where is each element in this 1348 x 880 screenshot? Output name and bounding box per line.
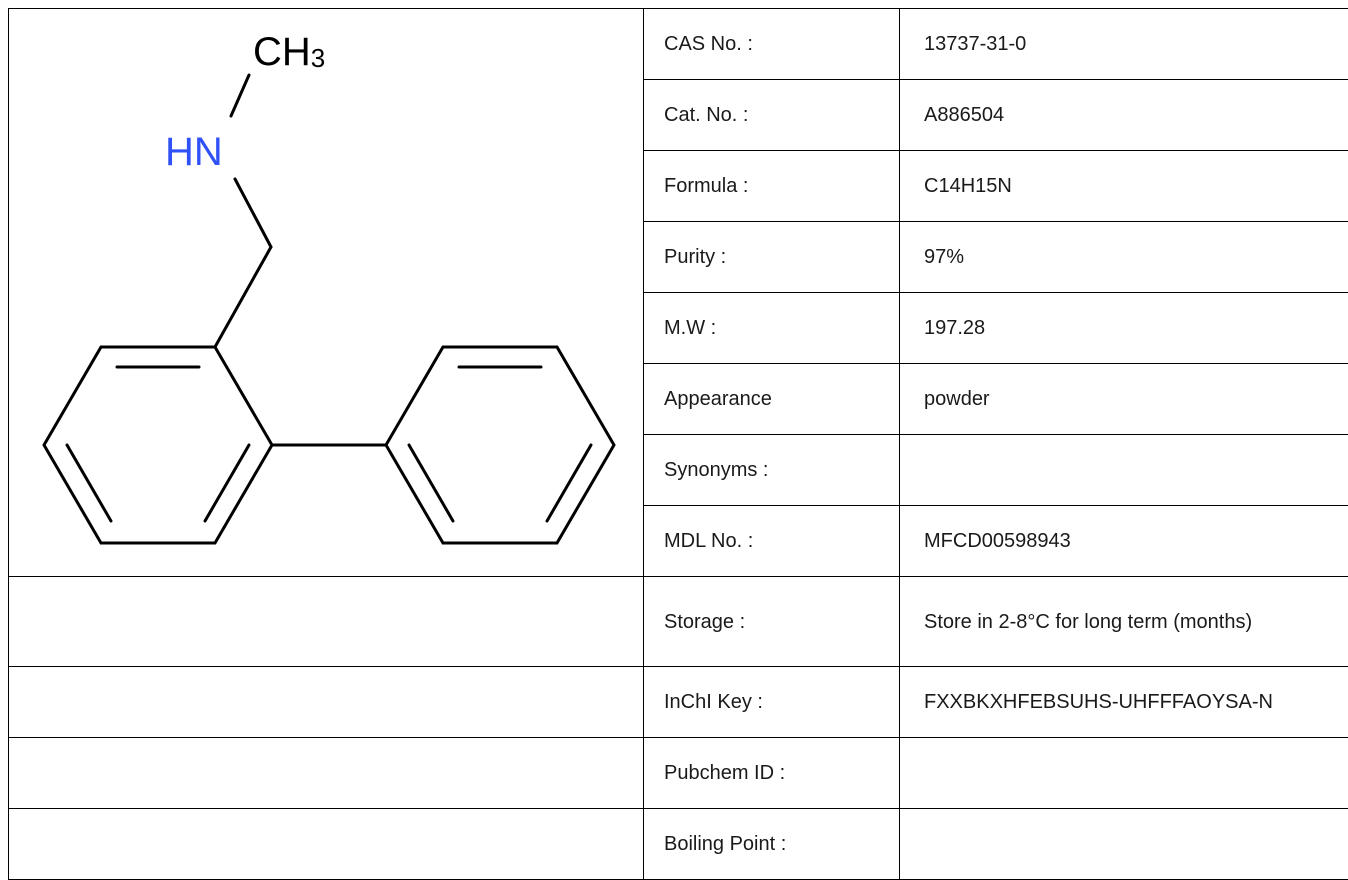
product-info-table: CH3 HN CAS No. : 13737-31-0 Cat. No. : A…	[8, 8, 1348, 880]
property-label-purity: Purity :	[644, 222, 900, 293]
bond-amine-methylene	[235, 179, 271, 247]
empty-cell	[9, 577, 644, 667]
empty-cell	[9, 809, 644, 880]
bond-methylene-ring	[215, 247, 271, 347]
table-row: CH3 HN CAS No. : 13737-31-0	[9, 9, 1348, 80]
property-value-boiling-point	[900, 809, 1348, 880]
property-value-mdl: MFCD00598943	[900, 506, 1348, 577]
right-ring-inner-bond-right	[547, 445, 591, 521]
property-value-inchi: FXXBKXHFEBSUHS-UHFFFAOYSA-N	[900, 667, 1348, 738]
property-label-appearance: Appearance	[644, 364, 900, 435]
table-row: Pubchem ID :	[9, 738, 1348, 809]
methyl-c-label: CH	[253, 30, 311, 74]
right-benzene-ring	[386, 347, 614, 543]
property-value-cas: 13737-31-0	[900, 9, 1348, 80]
chemical-structure-image: CH3 HN	[9, 9, 642, 575]
structure-cell: CH3 HN	[9, 9, 644, 577]
empty-cell	[9, 667, 644, 738]
property-label-cas: CAS No. :	[644, 9, 900, 80]
property-label-mw: M.W :	[644, 293, 900, 364]
table-row: Storage : Store in 2-8°C for long term (…	[9, 577, 1348, 667]
amine-label: HN	[165, 130, 223, 174]
product-datasheet: CH3 HN CAS No. : 13737-31-0 Cat. No. : A…	[0, 0, 1348, 838]
property-value-formula: C14H15N	[900, 151, 1348, 222]
property-value-storage: Store in 2-8°C for long term (months)	[900, 577, 1348, 667]
property-label-inchi: InChI Key :	[644, 667, 900, 738]
property-label-storage: Storage :	[644, 577, 900, 667]
table-row: InChI Key : FXXBKXHFEBSUHS-UHFFFAOYSA-N	[9, 667, 1348, 738]
property-value-purity: 97%	[900, 222, 1348, 293]
property-value-mw: 197.28	[900, 293, 1348, 364]
property-label-mdl: MDL No. :	[644, 506, 900, 577]
property-label-cat: Cat. No. :	[644, 80, 900, 151]
bond-methyl-amine	[231, 75, 249, 116]
table-row: Boiling Point :	[9, 809, 1348, 880]
methyl-label: CH3	[253, 30, 325, 74]
left-ring-inner-bond-right	[205, 445, 249, 521]
property-label-pubchem: Pubchem ID :	[644, 738, 900, 809]
property-label-boiling-point: Boiling Point :	[644, 809, 900, 880]
methyl-subscript: 3	[311, 43, 325, 73]
left-benzene-ring	[44, 347, 272, 543]
property-value-pubchem	[900, 738, 1348, 809]
left-ring-inner-bond-left	[67, 445, 111, 521]
right-ring-inner-bond-left	[409, 445, 453, 521]
property-value-synonyms	[900, 435, 1348, 506]
property-value-appearance: powder	[900, 364, 1348, 435]
property-value-cat: A886504	[900, 80, 1348, 151]
empty-cell	[9, 738, 644, 809]
structure-bonds	[44, 75, 614, 543]
property-label-formula: Formula :	[644, 151, 900, 222]
property-label-synonyms: Synonyms :	[644, 435, 900, 506]
